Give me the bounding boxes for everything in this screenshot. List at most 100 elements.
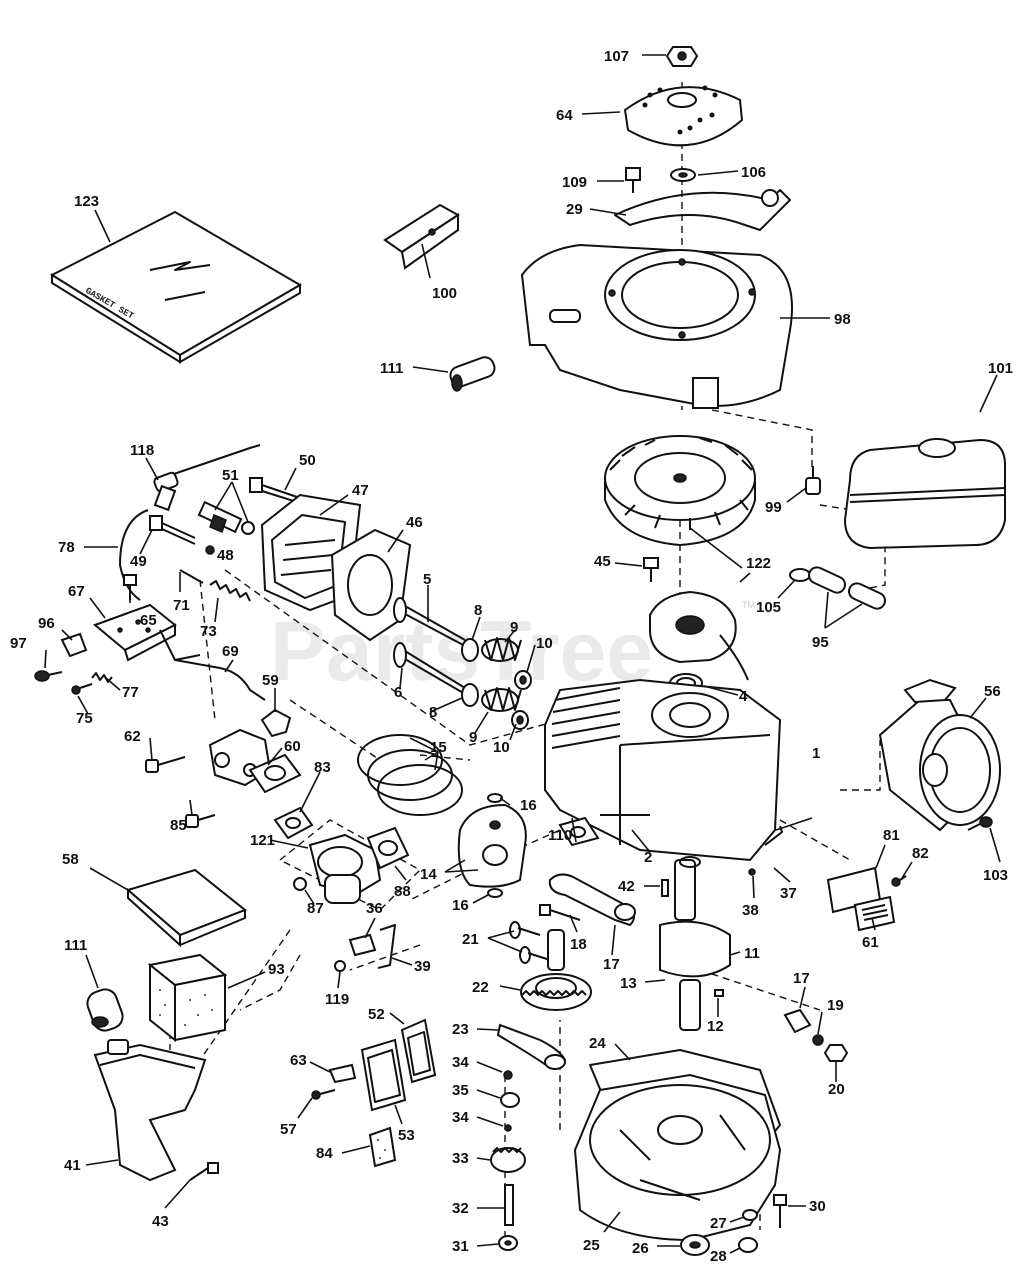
clip-16a: [487, 793, 503, 803]
callout-61: 61: [862, 934, 879, 951]
callout-35: 35: [452, 1082, 469, 1099]
callout-65: 65: [140, 612, 157, 629]
callout-2: 2: [644, 849, 652, 866]
callout-17-rod: 17: [603, 956, 620, 973]
fuel-tank: [843, 438, 1006, 550]
wire-37: [764, 825, 783, 846]
cylinder-block: [544, 678, 782, 862]
callout-16-lower: 16: [452, 897, 469, 914]
callout-121: 121: [250, 832, 275, 849]
leader-lines: [44, 54, 1001, 1254]
callout-38: 38: [742, 902, 759, 919]
callout-87: 87: [307, 900, 324, 917]
callout-13: 13: [620, 975, 637, 992]
breather-53: [360, 1038, 407, 1112]
valve-5: [393, 597, 466, 647]
screw-103: [967, 816, 993, 831]
callout-43: 43: [152, 1213, 169, 1230]
callout-73: 73: [200, 623, 217, 640]
sump-cover: [573, 1073, 782, 1242]
callout-9-lower: 9: [469, 729, 477, 746]
callout-14: 14: [420, 866, 437, 883]
washer-34a: [503, 1070, 513, 1080]
clip-96: [60, 632, 88, 658]
callout-46: 46: [406, 514, 423, 531]
callout-82: 82: [912, 845, 929, 862]
valve-6: [393, 642, 466, 695]
clip-16b: [487, 888, 503, 898]
callout-30: 30: [809, 1198, 826, 1215]
governor-arm-39: [377, 924, 396, 969]
washer-8a: [461, 638, 479, 662]
hose-clamp-105: [789, 568, 811, 582]
callout-21: 21: [462, 931, 479, 948]
gasket-88: [366, 826, 410, 870]
screw-109: [625, 167, 641, 193]
washer-27: [742, 1209, 758, 1221]
shaft-32: [504, 1184, 514, 1226]
pin-42: [661, 879, 669, 897]
washer-34b: [504, 1124, 512, 1132]
fuel-line-95: [808, 566, 886, 610]
callout-84: 84: [316, 1145, 333, 1162]
flywheel-nut: [665, 46, 699, 67]
callout-51: 51: [222, 467, 239, 484]
air-filter-cover: [125, 868, 247, 948]
callout-109: 109: [562, 174, 587, 191]
screw-97: [34, 670, 63, 682]
callout-59: 59: [262, 672, 279, 689]
callout-99: 99: [765, 499, 782, 516]
callout-47: 47: [352, 482, 369, 499]
piston: [457, 803, 527, 888]
callout-34-lower: 34: [452, 1109, 469, 1126]
callout-105: 105: [756, 599, 781, 616]
callout-62: 62: [124, 728, 141, 745]
callout-20: 20: [828, 1081, 845, 1098]
gasket-52: [400, 1018, 437, 1084]
callout-97: 97: [10, 635, 27, 652]
callout-50: 50: [299, 452, 316, 469]
recoil-starter: [878, 678, 1001, 832]
fitting-59: [260, 708, 292, 738]
link-71: [179, 569, 204, 584]
seal-26: [680, 1234, 710, 1256]
callout-24: 24: [589, 1035, 606, 1052]
callout-101: 101: [988, 360, 1013, 377]
key-12: [714, 989, 724, 997]
washer-106: [670, 168, 696, 182]
governor-gear-33: [490, 1147, 526, 1173]
connecting-rod: [548, 873, 636, 927]
callout-16-upper: 16: [520, 797, 537, 814]
dipper-23: [496, 1023, 567, 1070]
seal-31: [498, 1235, 518, 1251]
callout-110: 110: [548, 827, 572, 844]
callout-11: 11: [744, 945, 760, 962]
callout-52: 52: [368, 1006, 385, 1023]
air-cleaner-base: [93, 1039, 207, 1182]
callout-100: 100: [432, 285, 457, 302]
callout-78: 78: [58, 539, 75, 556]
flywheel: [604, 435, 756, 546]
spring-9b: [481, 687, 522, 712]
screw-38: [748, 868, 756, 876]
callout-48: 48: [217, 547, 234, 564]
callout-8-lower: 8: [429, 704, 437, 721]
angle-bracket: [383, 203, 460, 270]
callout-32: 32: [452, 1200, 469, 1217]
rod-bolt-18: [539, 904, 581, 921]
cam-gear: [520, 929, 592, 1011]
washer-48: [205, 545, 215, 555]
callout-56: 56: [984, 683, 1001, 700]
callout-31: 31: [452, 1238, 469, 1255]
callout-81: 81: [883, 827, 900, 844]
callout-23: 23: [452, 1021, 469, 1038]
rod-cap-17: [783, 1008, 812, 1034]
clip-63: [328, 1063, 357, 1084]
callout-18: 18: [570, 936, 587, 953]
callout-25: 25: [583, 1237, 600, 1254]
gasket-83: [273, 806, 314, 840]
callout-19: 19: [827, 997, 844, 1014]
piston-rings: [357, 734, 463, 816]
pin-119: [334, 960, 346, 972]
